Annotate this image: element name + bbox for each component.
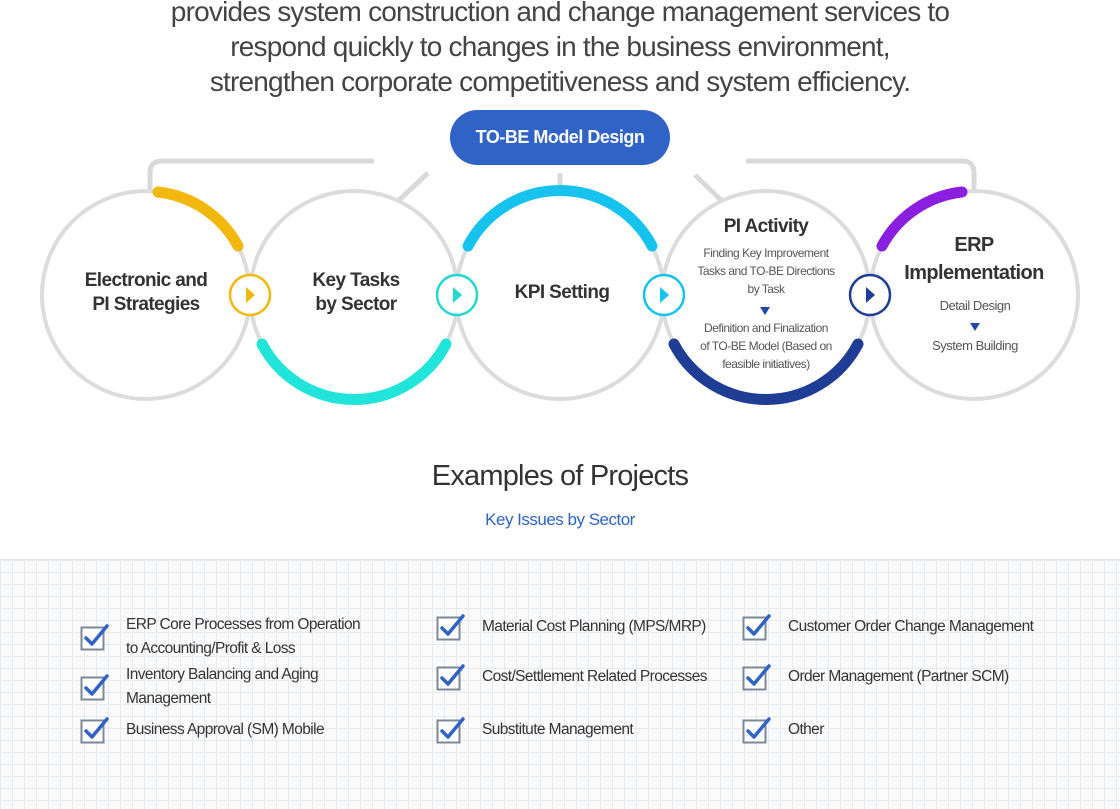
project-item-label: ERP Core Processes from Operation to Acc… — [126, 613, 361, 661]
label-line: Material Cost Planning (MPS/MRP) — [482, 618, 706, 635]
intro-line: provides system construction and change … — [170, 0, 950, 27]
intro-text: provides system construction and change … — [0, 0, 1120, 99]
connector-line-right — [746, 158, 977, 190]
project-item-label: Inventory Balancing and Aging Management — [126, 663, 319, 711]
checkbox-checked-icon — [80, 674, 109, 701]
projects-title: Examples of Projects — [431, 460, 689, 492]
checkbox-checked-icon — [80, 624, 109, 651]
project-item: Inventory Balancing and Aging Management — [80, 663, 380, 711]
node-title-key-tasks: Key Tasks by Sector — [256, 269, 456, 317]
projects-grid-panel — [0, 559, 1120, 809]
project-item: ERP Core Processes from Operation to Acc… — [80, 613, 380, 661]
step-line: by Task — [747, 282, 785, 296]
step-line: Tasks and TO-BE Directions — [697, 264, 835, 278]
project-item: Other — [742, 716, 1082, 744]
label-line: ERP Core Processes from Operation — [126, 616, 361, 633]
project-item-label: Other — [788, 718, 824, 742]
arrow-badge-1 — [228, 273, 272, 317]
node-title-line: by Sector — [315, 294, 397, 315]
checkbox-checked-icon — [436, 614, 465, 641]
checkbox-checked-icon — [80, 717, 109, 744]
step-line: of TO-BE Model (Based on — [700, 339, 832, 353]
arc-node-1 — [152, 186, 244, 252]
checkbox-checked-icon — [436, 717, 465, 744]
project-item-label: Material Cost Planning (MPS/MRP) — [482, 615, 706, 639]
diagram-graphics — [40, 158, 1080, 405]
node-title-line: Key Tasks — [312, 270, 400, 291]
project-item: Material Cost Planning (MPS/MRP) — [436, 613, 736, 641]
checkbox-checked-icon — [436, 664, 465, 691]
project-item-label: Customer Order Change Management — [788, 615, 1034, 639]
label-line: Inventory Balancing and Aging — [126, 666, 319, 683]
step-line: System Building — [932, 338, 1018, 353]
label-line: to Accounting/Profit & Loss — [126, 640, 296, 657]
tobe-model-design-label: TO-BE Model Design — [450, 110, 670, 165]
step-line: Finding Key Improvement — [703, 246, 829, 260]
node-title-line: PI Strategies — [92, 294, 200, 315]
project-item-label: Business Approval (SM) Mobile — [126, 718, 325, 742]
arc-node-2 — [256, 338, 452, 405]
project-item: Customer Order Change Management — [742, 613, 1082, 641]
node-title-line: Implementation — [904, 262, 1044, 284]
erp-step-detail-design: Detail Design — [890, 297, 1060, 315]
label-line: Other — [788, 721, 824, 738]
connector-line-right-diag — [693, 173, 724, 203]
arrow-badge-2 — [435, 273, 479, 317]
node-title-pi-activity: PI Activity — [666, 215, 866, 239]
project-item: Business Approval (SM) Mobile — [80, 716, 380, 744]
down-arrow-icon — [970, 323, 980, 331]
label-line: Cost/Settlement Related Processes — [482, 668, 707, 685]
label-line: Customer Order Change Management — [788, 618, 1034, 635]
project-item-label: Order Management (Partner SCM) — [788, 665, 1009, 689]
project-item: Order Management (Partner SCM) — [742, 663, 1082, 691]
pi-activity-step-1: Finding Key Improvement Tasks and TO-BE … — [686, 244, 846, 298]
projects-subtitle: Key Issues by Sector — [485, 510, 635, 529]
node-title-line: ERP — [954, 234, 994, 256]
project-item-label: Substitute Management — [482, 718, 634, 742]
label-line: Management — [126, 690, 211, 707]
project-item-label: Cost/Settlement Related Processes — [482, 665, 707, 689]
process-diagram: TO-BE Model Design Electronic and PI Str… — [0, 105, 1120, 415]
project-item: Substitute Management — [436, 716, 736, 744]
node-title-line: PI Activity — [723, 216, 809, 237]
step-line: Definition and Finalization — [704, 321, 828, 335]
arrow-badge-4 — [848, 273, 892, 317]
node-title-electronic-pi-strategies: Electronic and PI Strategies — [46, 269, 246, 317]
node-title-erp-implementation: ERP Implementation — [874, 231, 1074, 287]
node-title-kpi-setting: KPI Setting — [462, 281, 662, 305]
down-arrow-icon — [760, 307, 770, 315]
intro-line: strengthen corporate competitiveness and… — [209, 66, 911, 97]
node-title-line: Electronic and — [84, 270, 208, 291]
connector-line-left — [147, 158, 374, 190]
label-line: Substitute Management — [482, 721, 634, 738]
label-line: Business Approval (SM) Mobile — [126, 721, 325, 738]
checkbox-checked-icon — [742, 614, 771, 641]
arrow-badge-3 — [642, 273, 686, 317]
erp-step-system-building: System Building — [890, 337, 1060, 355]
arc-node-4 — [668, 338, 864, 405]
project-item: Cost/Settlement Related Processes — [436, 663, 736, 691]
connector-line-left-diag — [396, 171, 430, 203]
pi-activity-step-2: Definition and Finalization of TO-BE Mod… — [686, 319, 846, 373]
arc-node-5 — [876, 186, 968, 252]
step-line: Detail Design — [939, 298, 1011, 313]
checkbox-checked-icon — [742, 717, 771, 744]
node-title-line: KPI Setting — [514, 282, 610, 303]
step-line: feasible initiatives) — [722, 357, 810, 371]
label-line: Order Management (Partner SCM) — [788, 668, 1009, 685]
intro-line: respond quickly to changes in the busine… — [230, 31, 890, 62]
checkbox-checked-icon — [742, 664, 771, 691]
arc-node-3 — [462, 185, 658, 252]
